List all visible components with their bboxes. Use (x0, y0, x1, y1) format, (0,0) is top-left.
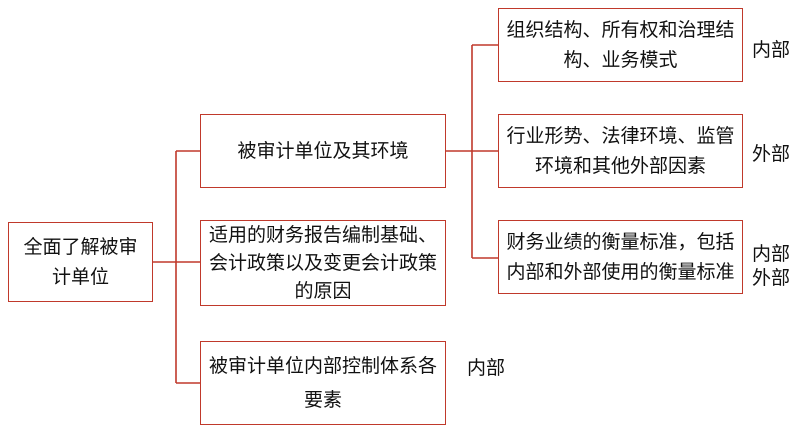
node-organization-structure-label: 组织结构、所有权和治理结构、业务模式 (506, 19, 735, 71)
tag-performance-external: 外部 (752, 267, 791, 289)
node-performance-measures: 财务业绩的衡量标准，包括内部和外部使用的衡量标准 (498, 220, 743, 294)
node-industry-factors-label: 行业形势、法律环境、监管环境和其他外部因素 (506, 125, 735, 177)
tag-internal-control: 内部 (467, 357, 506, 379)
node-entity-environment: 被审计单位及其环境 (200, 114, 446, 188)
node-internal-control-label: 被审计单位内部控制体系各要素 (208, 355, 437, 411)
tag-industry-factors: 外部 (752, 143, 791, 165)
node-internal-control: 被审计单位内部控制体系各要素 (200, 341, 446, 425)
node-entity-environment-label: 被审计单位及其环境 (237, 140, 409, 162)
tag-organization-structure: 内部 (752, 39, 791, 61)
node-performance-measures-label: 财务业绩的衡量标准，包括内部和外部使用的衡量标准 (506, 231, 735, 283)
node-organization-structure: 组织结构、所有权和治理结构、业务模式 (498, 8, 743, 82)
tag-performance-internal: 内部 (752, 243, 791, 265)
node-industry-factors: 行业形势、法律环境、监管环境和其他外部因素 (498, 114, 743, 188)
node-accounting-policies-label: 适用的财务报告编制基础、会计政策以及变更会计政策的原因 (208, 224, 437, 302)
root-node-label: 全面了解被审计单位 (23, 236, 138, 288)
node-accounting-policies: 适用的财务报告编制基础、会计政策以及变更会计政策的原因 (200, 220, 446, 306)
root-node: 全面了解被审计单位 (8, 222, 153, 302)
